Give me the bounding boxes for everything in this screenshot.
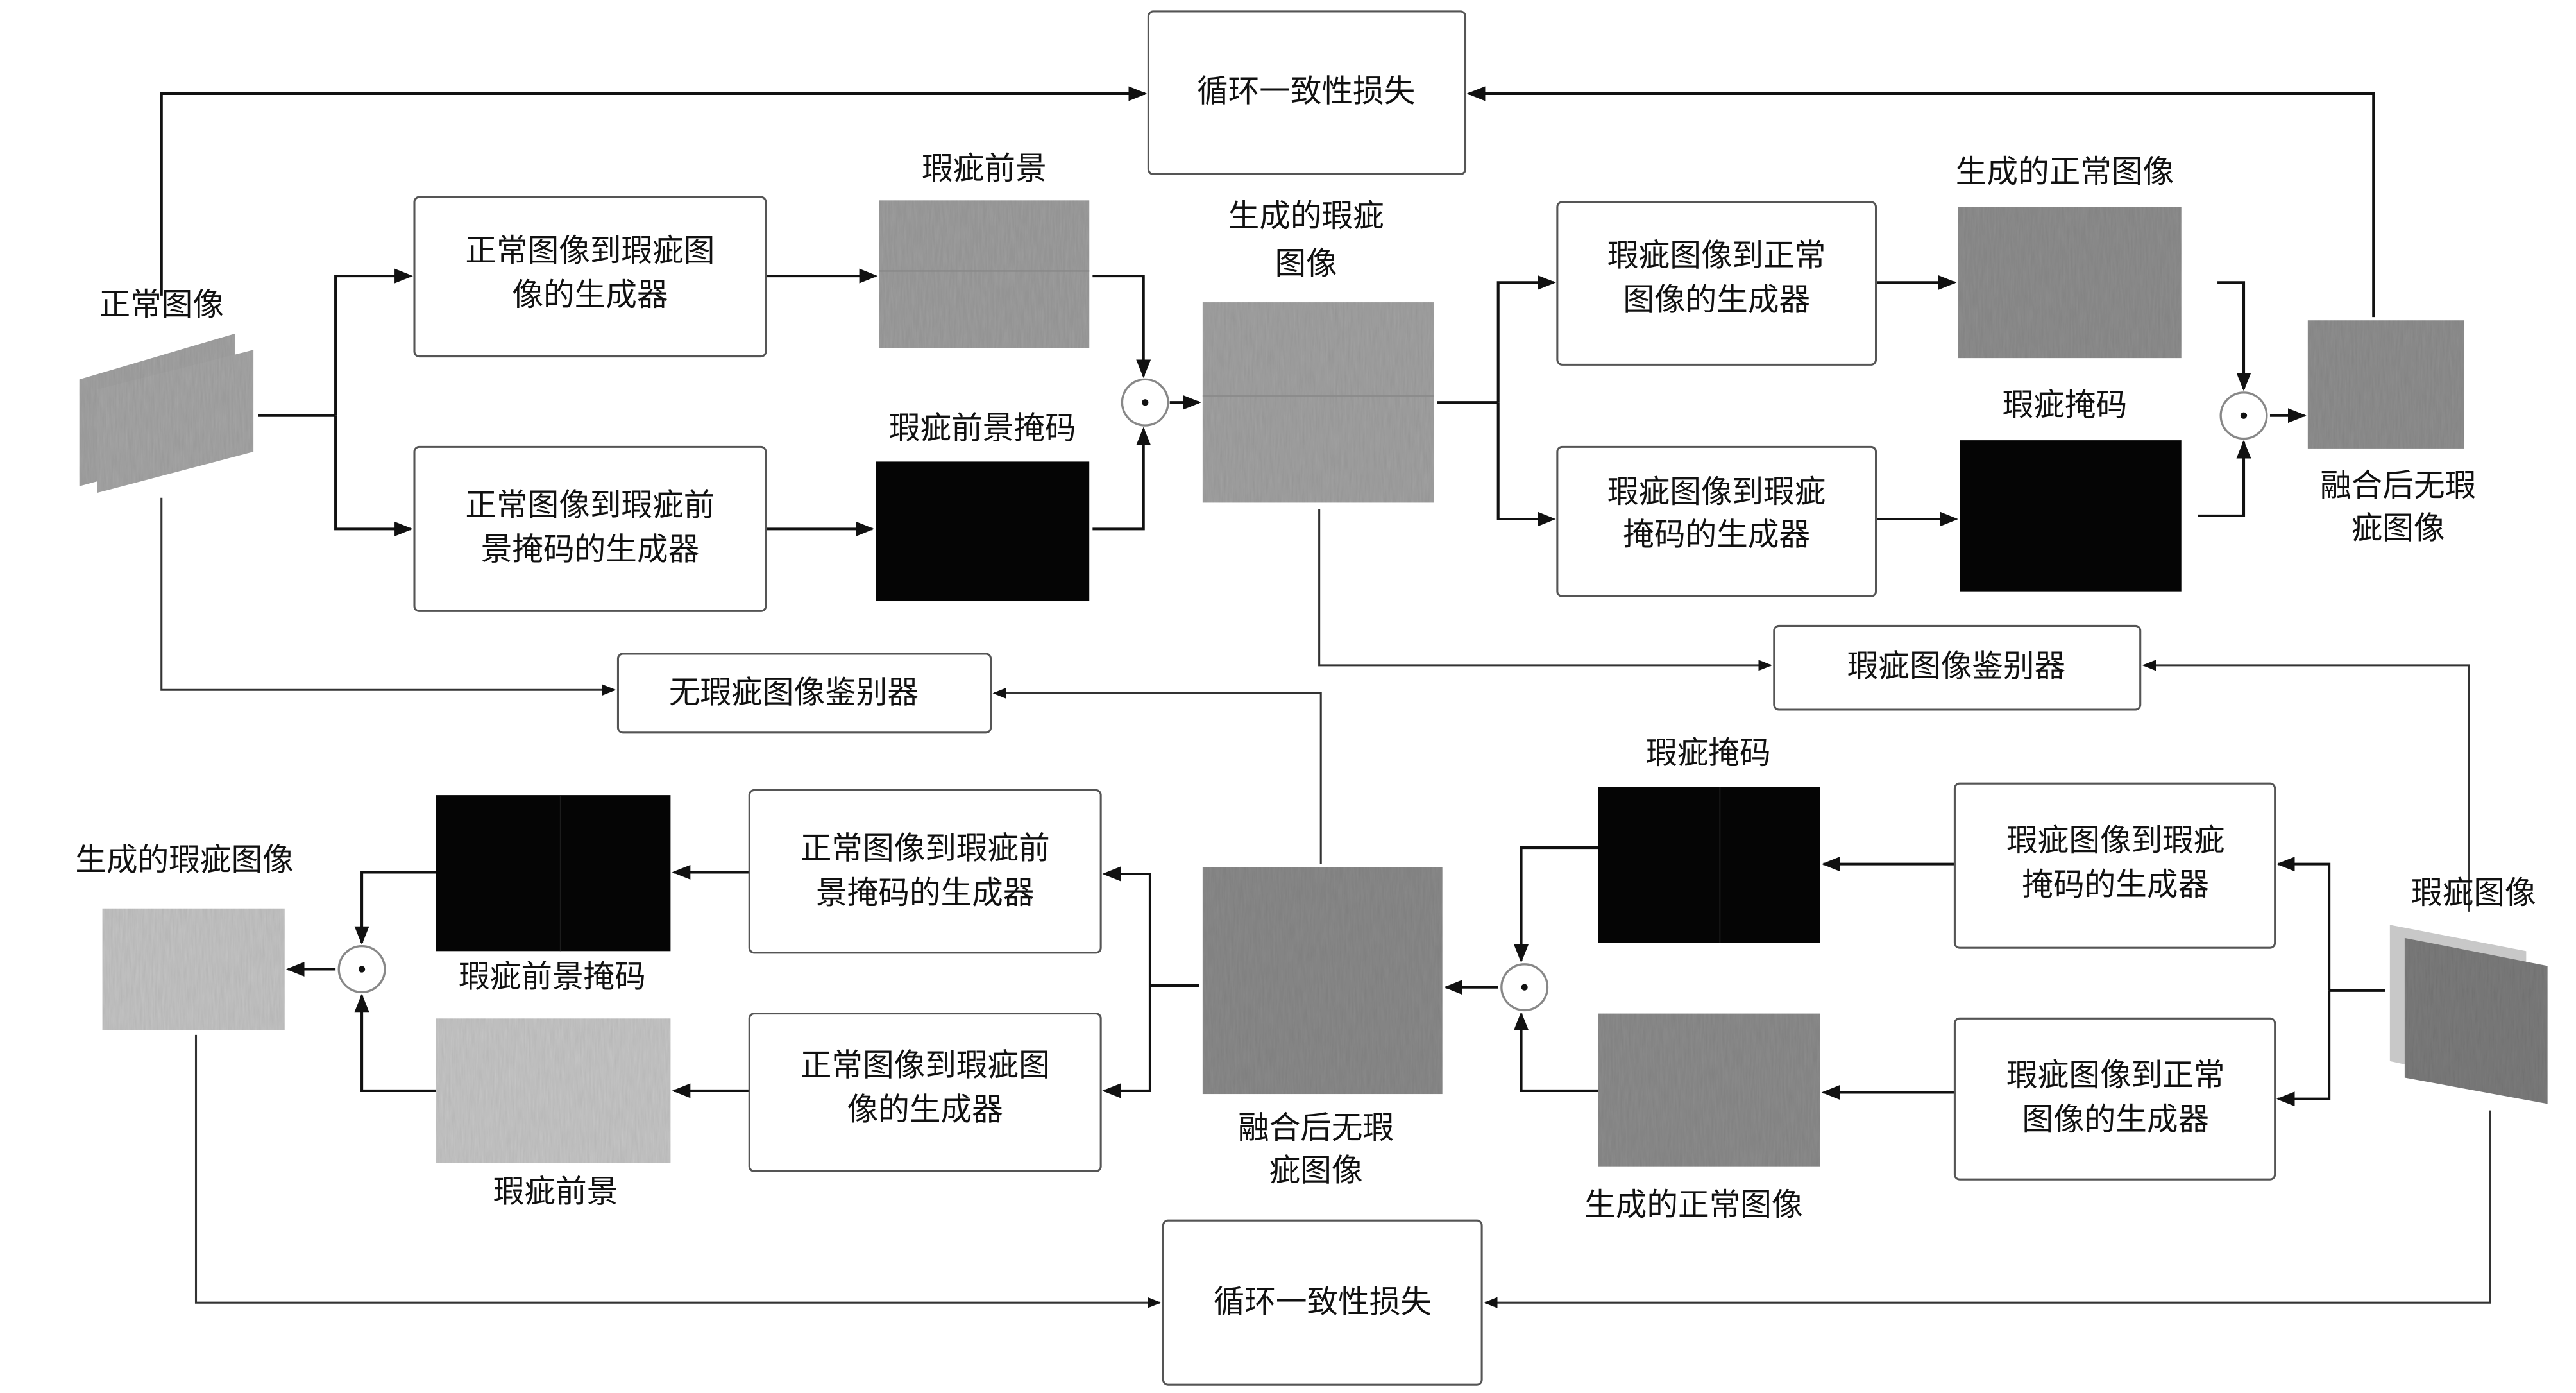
bottom-defect-foreground-image (436, 1018, 671, 1163)
edge-mask-to-op3 (1514, 846, 1598, 963)
bottom-gen-normal-to-fg-mask-line2: 景掩码的生成器 (816, 875, 1034, 911)
top-defect-foreground-image (879, 200, 1090, 348)
edge-fused-to-g7 (1102, 866, 1151, 986)
bottom-gen-defect-to-normal-line1: 瑕疵图像到正常 (2006, 1057, 2224, 1093)
top-fused-label-line1: 融合后无瑕 (2320, 468, 2476, 504)
bottom-fused-label-line1: 融合后无瑕 (1238, 1110, 1394, 1146)
normal-image-sheet-front (97, 350, 254, 493)
connectors (160, 86, 2491, 1308)
top-generated-normal-label: 生成的正常图像 (1956, 154, 2174, 190)
top-defect-fg-mask-label: 瑕疵前景掩码 (889, 410, 1076, 446)
top-generated-normal-image (1958, 207, 2182, 359)
bottom-defect-fg-mask-image (436, 795, 671, 952)
defect-image-label: 瑕疵图像 (2411, 875, 2536, 911)
edge-normal-to-g2 (334, 415, 413, 536)
top-defect-mask-image (1960, 440, 2182, 592)
edge-fg-to-op1 (1092, 275, 1151, 379)
edge-fused-bottom-to-disc-nodefect (992, 687, 1322, 864)
bottom-gen-normal-to-defect-line1: 正常图像到瑕疵图 (801, 1048, 1050, 1084)
edge-gen-defect-to-bottom-loss (194, 1034, 1162, 1308)
top-gen-normal-to-fg-mask-line2: 景掩码的生成器 (481, 532, 699, 568)
edge-gen-defect-to-g3 (1496, 275, 1556, 403)
top-cycle-loss-box: 循环一致性损失 (1147, 10, 1467, 175)
bottom-gen-normal-to-defect: 正常图像到瑕疵图 像的生成器 (748, 1013, 1102, 1172)
top-generated-defect-label-line2: 图像 (1275, 246, 1337, 282)
edge-mask-to-op1 (1092, 427, 1151, 531)
edge-normal-to-disc-nodefect (160, 497, 616, 696)
edge-defect-to-g5 (2276, 857, 2331, 991)
top-right-multiply-operator (2219, 391, 2268, 440)
no-defect-discriminator-box: 无瑕疵图像鉴别器 (616, 653, 992, 734)
edge-mask-to-op2 (2198, 440, 2251, 517)
bottom-gen-defect-to-normal-line2: 图像的生成器 (2022, 1102, 2209, 1138)
top-cycle-loss-label: 循环一致性损失 (1197, 73, 1415, 109)
bottom-fused-label-line2: 疵图像 (1269, 1152, 1363, 1188)
edge-fused-to-g8 (1102, 986, 1151, 1098)
bottom-defect-foreground-label: 瑕疵前景 (493, 1174, 618, 1210)
bottom-gen-normal-to-fg-mask-line1: 正常图像到瑕疵前 (801, 831, 1050, 867)
defect-image-input: 瑕疵图像 (2389, 875, 2548, 1104)
multiply-dot-icon (1521, 984, 1528, 991)
edge-fg-to-op4 (354, 993, 436, 1092)
edge-normal-to-top-loss (160, 86, 1148, 296)
top-gen-normal-to-fg-mask-line1: 正常图像到瑕疵前 (465, 488, 715, 524)
top-gen-defect-to-mask: 瑕疵图像到瑕疵 掩码的生成器 (1556, 445, 1877, 597)
edge-defect-to-bottom-loss (1484, 1110, 2491, 1308)
edge-normal-to-g1 (334, 268, 413, 416)
edge-defect-to-disc-defect (2142, 660, 2470, 912)
top-gen-normal-to-defect: 正常图像到瑕疵图 像的生成器 (413, 196, 767, 358)
edge-fused-to-top-loss (1466, 86, 2375, 318)
top-defect-fg-mask-image (876, 461, 1090, 602)
bottom-right-multiply-operator (1500, 963, 1549, 1012)
top-gen-defect-to-normal-line1: 瑕疵图像到正常 (1607, 237, 1826, 273)
normal-image-label: 正常图像 (99, 287, 223, 323)
top-gen-defect-to-mask-line2: 掩码的生成器 (1623, 517, 1810, 553)
bottom-left-multiply-operator (337, 944, 386, 993)
defect-discriminator-box: 瑕疵图像鉴别器 (1773, 624, 2142, 711)
edge-gen-normal-to-op2 (2217, 281, 2251, 391)
top-gen-normal-to-defect-line2: 像的生成器 (512, 277, 668, 313)
top-generated-defect-image (1202, 302, 1434, 503)
normal-image-input: 正常图像 (79, 287, 254, 493)
bottom-cycle-loss-box: 循环一致性损失 (1162, 1219, 1483, 1386)
multiply-dot-icon (1142, 399, 1149, 406)
top-generated-defect-label-line1: 生成的瑕疵 (1228, 198, 1384, 234)
top-fused-image (2307, 320, 2464, 449)
bottom-fused-image (1202, 867, 1443, 1095)
bottom-generated-defect-image (102, 908, 285, 1030)
bottom-gen-normal-to-defect-line2: 像的生成器 (847, 1092, 1003, 1128)
edge-gen-defect-to-g4 (1496, 402, 1556, 527)
bottom-defect-mask-label: 瑕疵掩码 (1646, 735, 1771, 771)
top-gen-normal-to-fg-mask: 正常图像到瑕疵前 景掩码的生成器 (413, 445, 767, 612)
bottom-gen-defect-to-mask: 瑕疵图像到瑕疵 掩码的生成器 (1953, 782, 2276, 949)
edge-gen-defect-to-disc-defect (1318, 509, 1772, 671)
bottom-generated-normal-image (1598, 1013, 1820, 1167)
edge-mask-to-op4 (354, 871, 436, 945)
edge-defect-to-g6 (2276, 990, 2331, 1107)
top-gen-normal-to-defect-line1: 正常图像到瑕疵图 (465, 233, 715, 269)
multiply-dot-icon (2240, 412, 2248, 419)
edge-gen-normal-to-op3 (1514, 1011, 1598, 1092)
defect-image-sheet-front (2404, 937, 2548, 1104)
bottom-defect-mask-image (1598, 787, 1820, 943)
bottom-gen-defect-to-normal: 瑕疵图像到正常 图像的生成器 (1953, 1017, 2276, 1181)
bottom-gen-normal-to-fg-mask: 正常图像到瑕疵前 景掩码的生成器 (748, 789, 1102, 954)
no-defect-discriminator-label: 无瑕疵图像鉴别器 (669, 674, 919, 710)
top-gen-defect-to-normal: 瑕疵图像到正常 图像的生成器 (1556, 201, 1877, 366)
defect-discriminator-label: 瑕疵图像鉴别器 (1847, 648, 2065, 684)
bottom-defect-fg-mask-label: 瑕疵前景掩码 (459, 959, 646, 995)
multiply-dot-icon (358, 966, 366, 973)
top-defect-foreground-label: 瑕疵前景 (922, 151, 1047, 187)
top-multiply-operator (1121, 378, 1169, 427)
top-defect-mask-label: 瑕疵掩码 (2003, 387, 2128, 423)
bottom-cycle-loss-label: 循环一致性损失 (1214, 1284, 1432, 1320)
bottom-gen-defect-to-mask-line2: 掩码的生成器 (2022, 867, 2209, 903)
top-gen-defect-to-mask-line1: 瑕疵图像到瑕疵 (1607, 474, 1826, 510)
top-gen-defect-to-normal-line2: 图像的生成器 (1623, 282, 1810, 318)
bottom-generated-normal-label: 生成的正常图像 (1584, 1187, 1802, 1223)
bottom-gen-defect-to-mask-line1: 瑕疵图像到瑕疵 (2006, 823, 2224, 859)
top-fused-label-line2: 疵图像 (2351, 510, 2445, 546)
bottom-generated-defect-label: 生成的瑕疵图像 (75, 842, 293, 878)
